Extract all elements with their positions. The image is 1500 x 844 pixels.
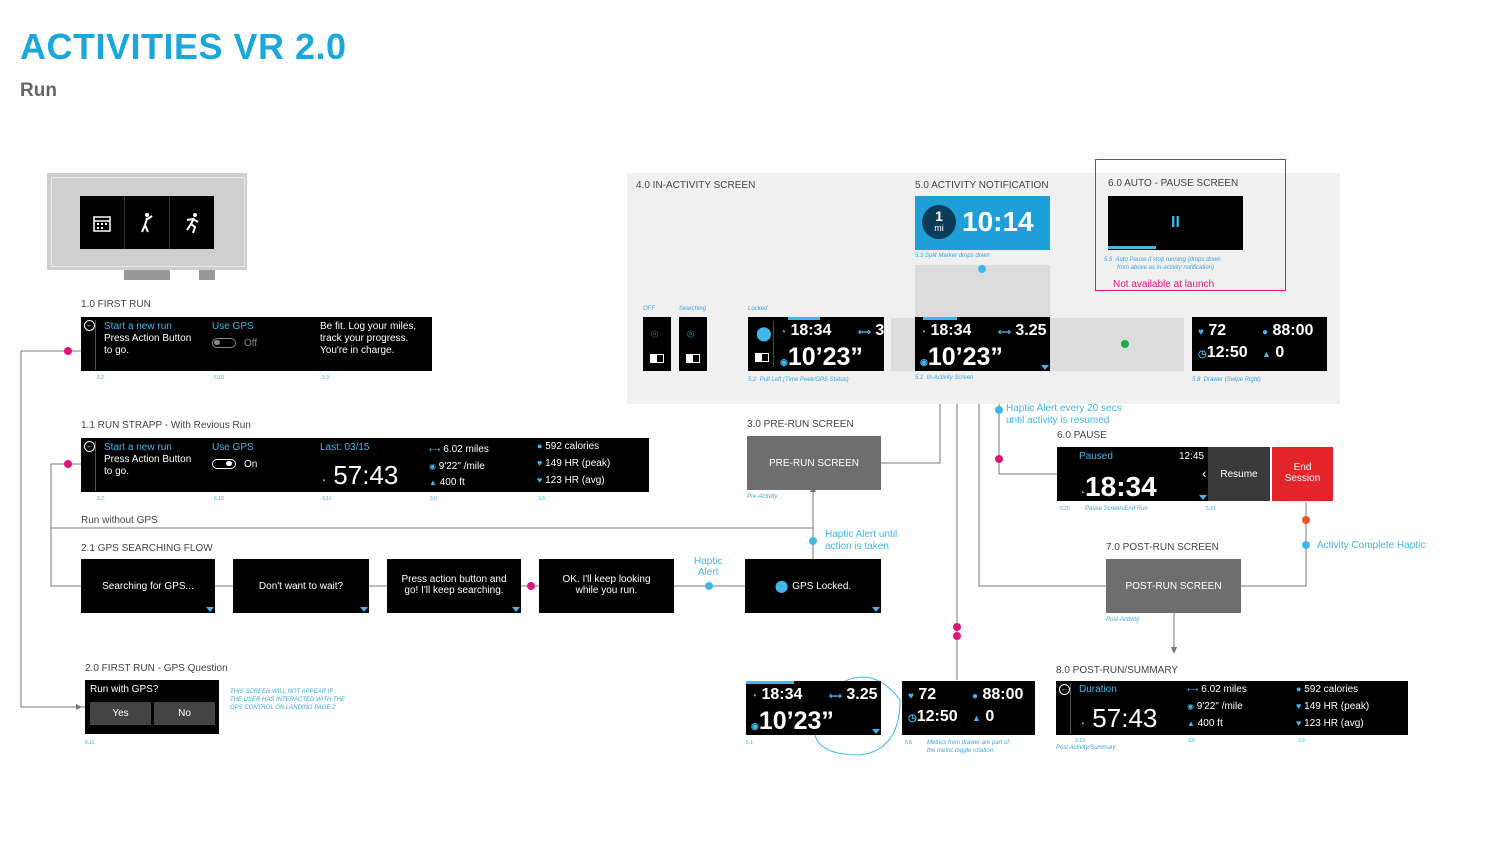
yes-button[interactable]: Yes	[90, 702, 151, 725]
auto-pause-screen: II	[1108, 196, 1243, 250]
toggle-drawer-screen: ♥ 72 ● 88:00 ◷12:50 ▲ 0	[902, 681, 1035, 735]
last-duration: ◔ 57:43	[320, 460, 399, 490]
page-title: ACTIVITIES VR 2.0	[20, 26, 347, 67]
gps-searching-mini-screen: ⌾	[679, 317, 707, 371]
drawer-screen: ♥ 72 ● 88:00 ◷12:50 ▲ 0	[1192, 317, 1327, 371]
battery-icon	[650, 354, 664, 363]
auto-pause-label: 6.0 AUTO - PAUSE SCREEN	[1108, 178, 1239, 189]
location-pin-icon: ⌾	[651, 327, 659, 341]
start-run-title[interactable]: Start a new run	[104, 321, 172, 332]
pause-icon: II	[1171, 214, 1180, 231]
activity-complete-haptic: Activity Complete Haptic	[1317, 540, 1426, 551]
first-run-screen: ← Start a new run Press Action Button to…	[81, 317, 432, 371]
auto-pause-frame	[1095, 159, 1286, 291]
run-without-gps: Run without GPS	[81, 515, 158, 526]
elevation-icon: ▲	[429, 478, 437, 487]
auto-pause-note: 5.5 Auto Pause if stop running (drops do…	[1104, 257, 1221, 271]
toggle-activity-screen: ◔ 18:34 ⟷ 3.25 ◉10’23”	[746, 681, 881, 735]
gps-flow-label: 2.1 GPS SEARCHING FLOW	[81, 543, 213, 554]
post-run-label: 7.0 POST-RUN SCREEN	[1106, 542, 1219, 553]
chevron-left-icon: ‹	[1202, 465, 1207, 481]
dont-wait-screen: Don't want to wait?	[233, 559, 369, 613]
heart-icon: ♥	[537, 458, 543, 468]
battery-icon	[755, 353, 769, 362]
location-pin-icon: ⬤	[756, 325, 772, 341]
calories-icon: ●	[537, 441, 543, 451]
post-run-box: POST-RUN SCREEN	[1106, 559, 1241, 613]
pause-screen: Paused 12:45 ◔18:34 ‹	[1057, 447, 1208, 502]
no-button[interactable]: No	[154, 702, 215, 725]
gps-state: Off	[244, 338, 258, 349]
first-run-label: 1.0 FIRST RUN	[81, 299, 151, 310]
summary-screen: ← Duration ◔ 57:43 ⟷ 6.02 miles ◉ 9'22" …	[1056, 681, 1408, 735]
gps-toggle[interactable]	[212, 338, 236, 348]
location-pin-icon: ⬤	[774, 579, 789, 593]
resume-button[interactable]: Resume	[1208, 447, 1270, 501]
notification-label: 5.0 ACTIVITY NOTIFICATION	[915, 180, 1049, 191]
gps-locked-activity-screen: ⬤ ◔ 18:34 ⟷ 3 ◉10’23”	[748, 317, 884, 371]
not-available-label: Not available at launch	[1113, 279, 1215, 290]
page-subtitle: Run	[20, 80, 57, 101]
gps-toggle[interactable]	[212, 459, 236, 469]
band-device	[47, 173, 247, 280]
pace-icon: ◉	[429, 462, 436, 471]
gps-locked-screen: ⬤GPS Locked.	[745, 559, 881, 613]
location-pin-icon: ⌾	[687, 327, 695, 341]
back-icon[interactable]: ←	[84, 320, 95, 331]
gps-searching-screen: Searching for GPS...	[81, 559, 215, 613]
back-icon[interactable]: ←	[1059, 684, 1070, 695]
notification-screen: 1 mi 10:14	[915, 196, 1050, 250]
run-strapp-label: 1.1 RUN STRAPP - With Revious Run	[81, 420, 251, 431]
gps-title: Use GPS	[212, 321, 254, 332]
band-screen	[80, 196, 214, 249]
distance-icon: ⟷	[429, 445, 441, 454]
gps-question-screen: Run with GPS? Yes No	[85, 680, 219, 734]
gps-question-label: 2.0 FIRST RUN - GPS Question	[85, 663, 228, 674]
battery-icon	[686, 354, 700, 363]
heart-icon: ♥	[537, 475, 543, 485]
pause-label: 6.0 PAUSE	[1057, 430, 1107, 441]
run-strapp-screen: ← Start a new run Press Action Button to…	[81, 438, 649, 492]
pre-run-label: 3.0 PRE-RUN SCREEN	[747, 419, 854, 430]
back-icon[interactable]: ←	[84, 441, 95, 452]
golf-icon[interactable]	[125, 196, 170, 249]
gps-off-screen: ⌾	[643, 317, 671, 371]
in-activity-screen: ◔ 18:34 ⟷ 3.25 ◉10’23”	[915, 317, 1050, 371]
mile-badge: 1 mi	[922, 205, 956, 239]
summary-label: 8.0 POST-RUN/SUMMARY	[1056, 665, 1179, 676]
run-icon[interactable]	[170, 196, 214, 249]
pre-run-box: PRE-RUN SCREEN	[747, 436, 881, 490]
stopwatch-icon: ◔	[320, 476, 327, 487]
in-activity-label: 4.0 IN-ACTIVITY SCREEN	[636, 180, 756, 191]
calendar-icon[interactable]	[80, 196, 125, 249]
